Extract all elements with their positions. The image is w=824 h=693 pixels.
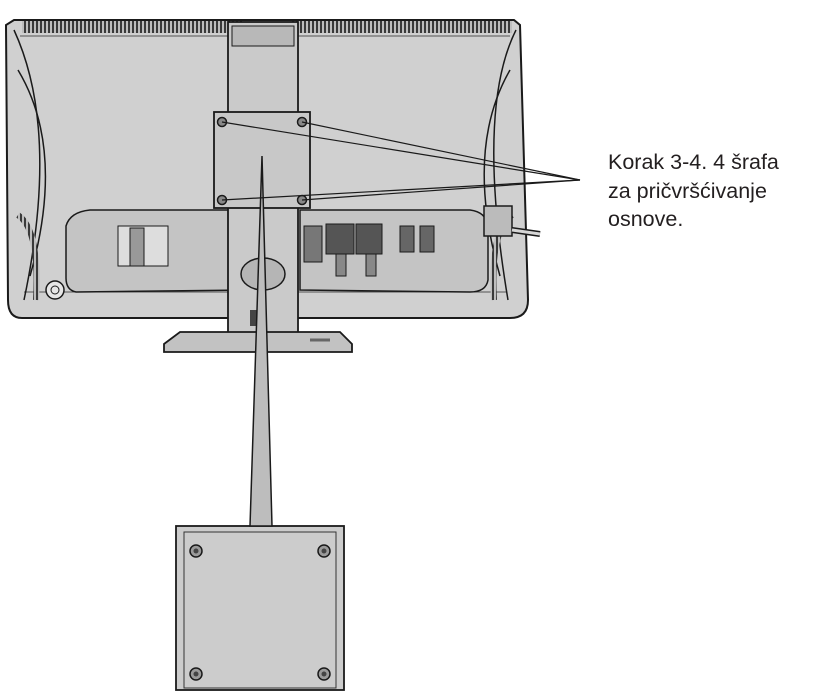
cable-stub <box>483 205 541 237</box>
top-vent-left <box>22 21 242 33</box>
screw-icon <box>189 667 203 681</box>
callout-line: osnove. <box>608 207 684 231</box>
callout-line: Korak 3-4. 4 šrafa <box>608 150 779 174</box>
callout-text: Korak 3-4. 4 šrafa za pričvršćivanje osn… <box>608 148 820 234</box>
screw-icon <box>189 544 203 558</box>
insertion-arrow <box>249 155 273 527</box>
screw-icon <box>317 667 331 681</box>
screw-icon <box>317 544 331 558</box>
connector-bay <box>65 209 489 293</box>
callout-leader-lines <box>221 121 581 201</box>
power-button <box>45 280 65 300</box>
top-vent-right <box>290 21 512 33</box>
callout-line: za pričvršćivanje <box>608 178 767 203</box>
